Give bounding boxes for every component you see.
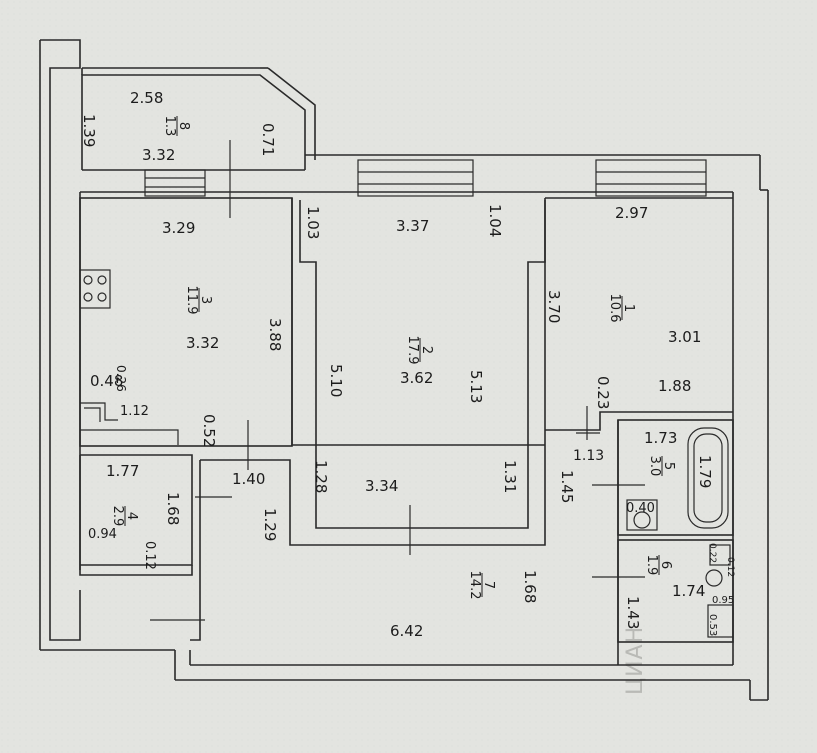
dim-l-right: 5.13 [467,370,485,403]
dim-h-e: 1.45 [558,470,576,503]
window-kitchen [144,169,206,197]
dim-bath-small: 0.40 [626,501,655,516]
dim-b-a: 0.23 [594,376,612,409]
dim-k-b: 0.26 [114,365,128,392]
svg-text:1: 1 [621,304,636,312]
svg-text:17.9: 17.9 [405,336,420,365]
storage-walls [80,454,193,566]
balcony-outline [81,74,306,170]
dim-l-bl: 1.28 [312,460,330,493]
dim-h-b: 1.29 [261,508,279,541]
dim-balc-d: 0.71 [259,123,277,156]
svg-text:1.9: 1.9 [644,555,659,576]
dim-l-top: 3.37 [396,217,429,235]
svg-text:11.9: 11.9 [184,286,199,315]
svg-text:8: 8 [176,122,191,130]
dim-s-top: 1.77 [106,462,139,480]
dim-wc-a: 0.22 [707,543,717,563]
svg-text:1.3: 1.3 [162,116,177,137]
hall-walls [190,460,201,641]
windows [144,159,707,197]
dim-h-main: 6.42 [390,622,423,640]
dim-bath-top: 1.73 [644,429,677,447]
dim-wc-h: 1.43 [624,596,642,629]
svg-text:3.0: 3.0 [647,456,662,477]
dim-bath-right: 1.79 [696,455,714,488]
dim-wc-b: 0.12 [725,557,735,577]
dim-k-c: 1.12 [120,404,149,419]
bedroom-bottom-wall [545,411,733,431]
dim-wc-w: 1.74 [672,582,705,600]
room-label-1: 1 10.6 [607,294,636,323]
dim-s-right: 1.68 [164,492,182,525]
dim-s-bl: 0.94 [88,527,117,542]
dim-balc-h: 1.39 [80,114,98,147]
room-label-7: 7 14.2 [467,571,496,600]
dim-l-lt: 1.03 [304,206,322,239]
dim-h-d: 1.13 [573,448,604,464]
dim-b-b: 1.88 [658,377,691,395]
dim-l-rt: 1.04 [486,204,504,237]
room-label-6: 6 1.9 [644,555,673,576]
dim-balc-w: 2.58 [130,89,163,107]
room-label-5: 5 3.0 [647,456,676,477]
dim-h-a: 1.40 [232,470,265,488]
room-label-8: 8 1.3 [162,116,191,137]
room-label-3: 3 11.9 [184,286,213,315]
dim-s-br: 0.12 [142,541,157,570]
walls [39,39,769,701]
room-labels: 8 1.3 3 11.9 2 17.9 1 10.6 4 2.9 5 3.0 [110,116,676,600]
dimensions: 2.58 1.39 0.71 3.32 3.29 3.32 3.88 0.48 … [80,89,735,640]
dim-b-left: 3.70 [545,290,563,323]
svg-text:6: 6 [658,561,673,569]
dim-k-right: 3.88 [266,318,284,351]
dim-k-a: 0.48 [90,372,123,390]
toilet-icon [705,544,734,638]
stove-icon [79,269,111,309]
living-room-walls [299,200,546,529]
dim-l-bot: 3.34 [365,477,398,495]
watermark-text: ЦИАН [623,626,648,695]
room-label-4: 4 2.9 [110,506,139,527]
fixtures [79,269,734,638]
svg-text:5: 5 [661,462,676,470]
dim-wc-d: 0.53 [707,614,718,636]
window-living [357,159,474,197]
svg-text:10.6: 10.6 [607,294,622,323]
dim-h-c: 1.68 [521,570,539,603]
svg-text:2.9: 2.9 [110,506,125,527]
dim-wc-c: 0.95 [712,595,734,606]
dim-l-center: 3.62 [400,369,433,387]
kitchen-counter [80,402,179,445]
svg-text:2: 2 [419,346,434,354]
dim-b-top: 2.97 [615,204,648,222]
dim-k-top: 3.29 [162,219,195,237]
dim-b-right: 3.01 [668,328,701,346]
sink-icon [626,499,658,531]
dim-k-d: 0.52 [200,414,218,447]
dim-l-left: 5.10 [327,364,345,397]
dim-balc-b: 3.32 [142,146,175,164]
svg-text:4: 4 [124,512,139,520]
bathtub-icon [687,427,729,529]
watermark: ЦИАН [623,626,648,695]
svg-text:3: 3 [198,296,213,304]
dim-k-mid: 3.32 [186,334,219,352]
window-bedroom [595,159,707,197]
section-lines [150,140,645,621]
svg-text:14.2: 14.2 [467,571,482,600]
dim-l-br: 1.31 [501,460,519,493]
svg-text:7: 7 [481,581,496,589]
outer-wall-left [40,39,81,641]
room-label-2: 2 17.9 [405,336,434,365]
